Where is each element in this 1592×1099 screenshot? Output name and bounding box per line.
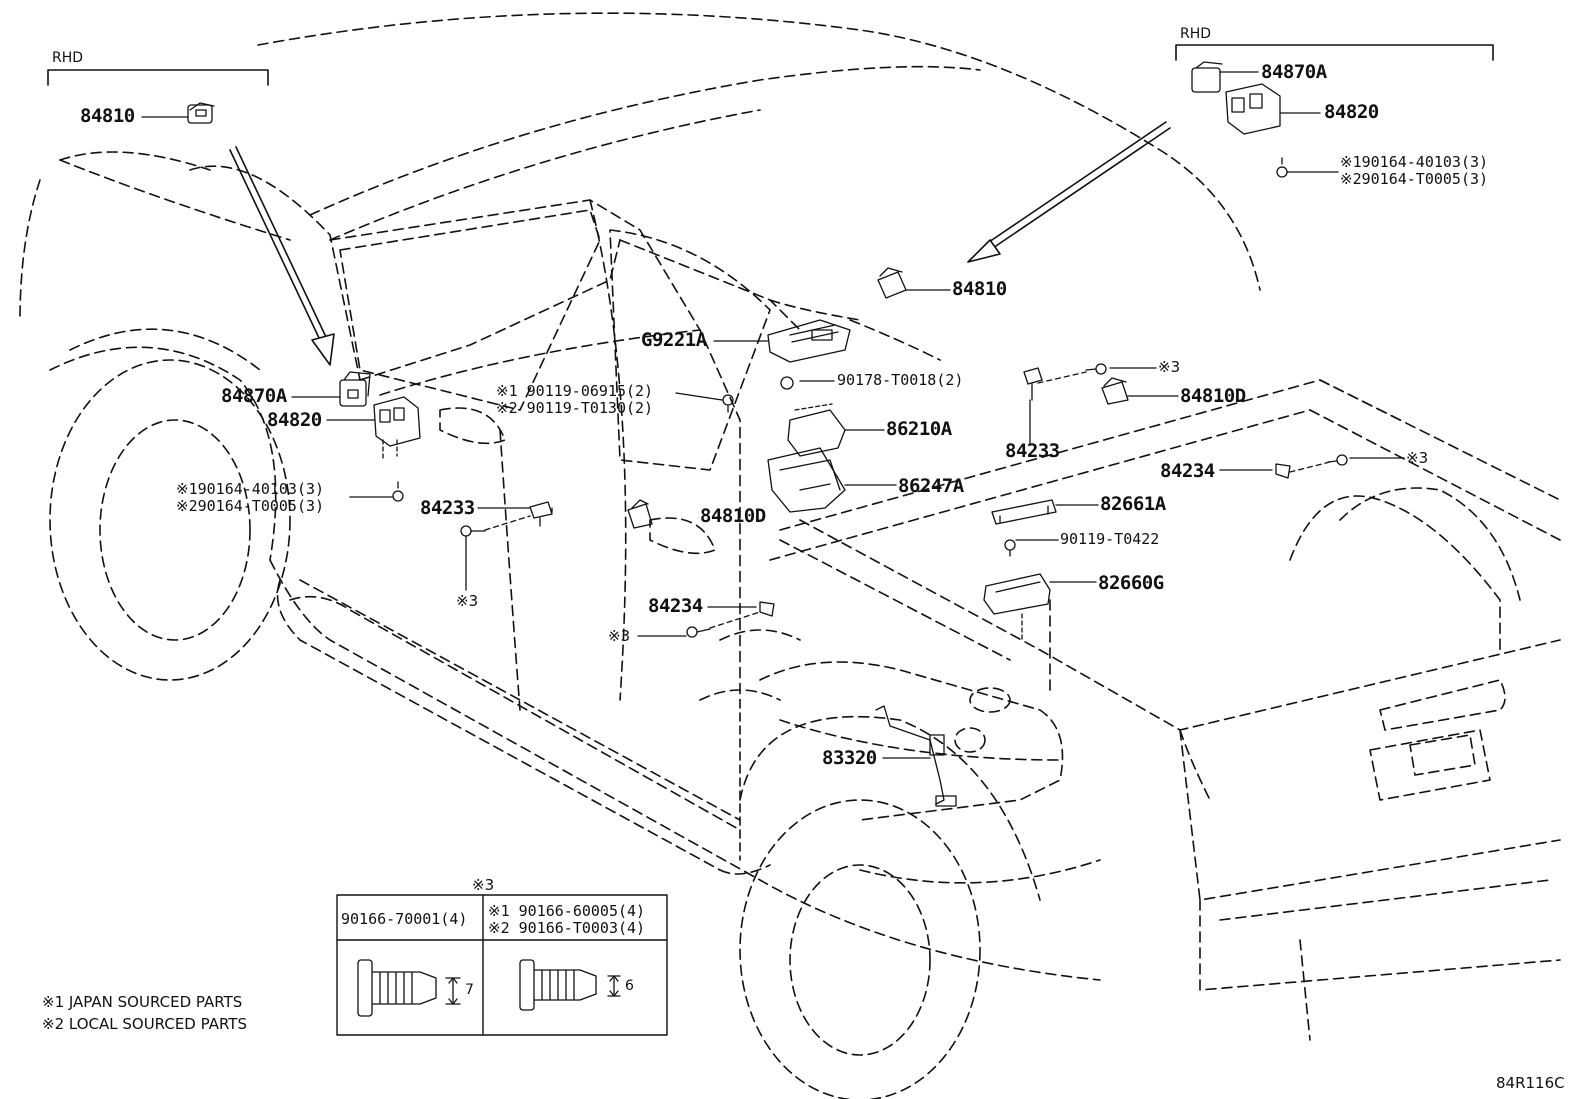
part-84870a-right[interactable]: 84870A: [1261, 61, 1327, 83]
mark-3-c: ※3: [456, 592, 479, 610]
dim-7: 7: [465, 982, 474, 998]
diagram-reference-code: 84R116C: [1496, 1074, 1565, 1092]
screw-left-2[interactable]: ※290164-T0005(3): [176, 496, 325, 515]
part-84810d-right[interactable]: 84810D: [1180, 385, 1246, 407]
part-84820-right[interactable]: 84820: [1324, 101, 1379, 123]
rhd-label-left: RHD: [52, 50, 84, 66]
table-right-parts: ※1 90166-60005(4) ※2 90166-T0003(4): [488, 903, 645, 937]
footnotes: ※1 JAPAN SOURCED PARTS ※2 LOCAL SOURCED …: [42, 992, 247, 1036]
part-84810d-left[interactable]: 84810D: [700, 505, 766, 527]
dim-6: 6: [625, 978, 634, 994]
part-82661a[interactable]: 82661A: [1100, 493, 1166, 515]
mark-3-d: ※3: [608, 627, 631, 645]
table-part-90166-t0003[interactable]: ※2 90166-T0003(4): [488, 918, 646, 937]
part-84820-left[interactable]: 84820: [267, 409, 322, 431]
screw-mid-1[interactable]: ※1 90119-06915(2): [496, 382, 654, 400]
note-japan-sourced: ※1 JAPAN SOURCED PARTS: [42, 993, 243, 1011]
mark-3-b: ※3: [1406, 449, 1429, 467]
table-mark-3: ※3: [472, 876, 495, 894]
table-part-90166-60005[interactable]: ※1 90166-60005(4): [488, 902, 646, 920]
screw-note-right: ※190164-40103(3) ※290164-T0005(3): [1340, 154, 1488, 188]
screw-right-2[interactable]: ※290164-T0005(3): [1340, 169, 1489, 188]
screw-note-left: ※190164-40103(3) ※290164-T0005(3): [176, 481, 324, 515]
mark-3-a: ※3: [1158, 358, 1181, 376]
part-82660g[interactable]: 82660G: [1098, 572, 1164, 594]
rhd-label-right: RHD: [1180, 26, 1212, 42]
part-g9221a[interactable]: G9221A: [641, 329, 707, 351]
part-83320[interactable]: 83320: [822, 747, 877, 769]
screw-mid-2[interactable]: ※2 90119-T0130(2): [496, 398, 654, 417]
screw-right-1[interactable]: ※190164-40103(3): [1340, 153, 1489, 171]
part-84233-left[interactable]: 84233: [420, 497, 475, 519]
table-part-90166-70001[interactable]: 90166-70001(4): [341, 910, 468, 928]
part-84234-left[interactable]: 84234: [648, 595, 703, 617]
part-84810-left[interactable]: 84810: [80, 105, 135, 127]
screw-left-1[interactable]: ※190164-40103(3): [176, 480, 325, 498]
part-86247a[interactable]: 86247A: [898, 475, 964, 497]
part-84234-right[interactable]: 84234: [1160, 460, 1215, 482]
part-84233-right[interactable]: 84233: [1005, 440, 1060, 462]
part-90178-t0018[interactable]: 90178-T0018(2): [837, 371, 964, 389]
note-local-sourced: ※2 LOCAL SOURCED PARTS: [42, 1014, 247, 1033]
screw-note-mid: ※1 90119-06915(2) ※2 90119-T0130(2): [496, 383, 653, 417]
part-86210a[interactable]: 86210A: [886, 418, 952, 440]
part-90119-t0422[interactable]: 90119-T0422: [1060, 530, 1160, 548]
part-84870a-left[interactable]: 84870A: [221, 385, 287, 407]
part-84810-roof[interactable]: 84810: [952, 278, 1007, 300]
